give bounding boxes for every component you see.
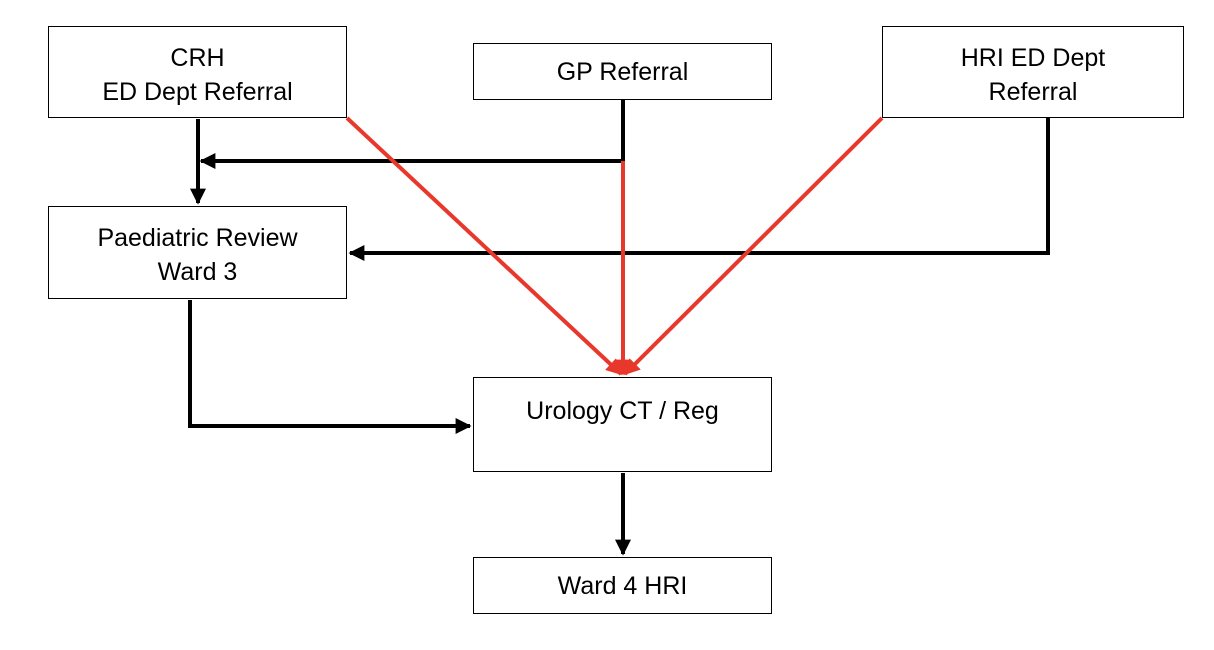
node-urology-label: Urology CT / Reg — [526, 397, 719, 425]
node-ward4-label: Ward 4 HRI — [557, 571, 688, 600]
node-paediatric-line2: Ward 3 — [157, 258, 238, 286]
arrow-hri-to-paediatric — [348, 118, 1050, 261]
red-arrow-crh-to-urology — [345, 116, 623, 376]
red-arrow-hri-to-urology — [623, 116, 884, 376]
node-paediatric-review: Paediatric Review Ward 3 — [48, 206, 347, 299]
node-gp-label: GP Referral — [556, 57, 689, 86]
node-gp-referral: GP Referral — [473, 43, 772, 100]
node-crh-ed-referral: CRH ED Dept Referral — [48, 26, 347, 118]
arrow-paediatric-to-urology — [188, 300, 472, 434]
node-urology-ct-reg: Urology CT / Reg — [473, 377, 772, 472]
node-ward4-hri: Ward 4 HRI — [473, 557, 772, 614]
node-hri-line2: Referral — [988, 78, 1078, 106]
node-crh-line2: ED Dept Referral — [102, 78, 293, 106]
node-hri-line1: HRI ED Dept — [960, 44, 1106, 72]
node-paediatric-line1: Paediatric Review — [97, 224, 298, 252]
node-hri-ed-referral: HRI ED Dept Referral — [882, 26, 1184, 118]
node-crh-line1: CRH — [170, 44, 225, 72]
